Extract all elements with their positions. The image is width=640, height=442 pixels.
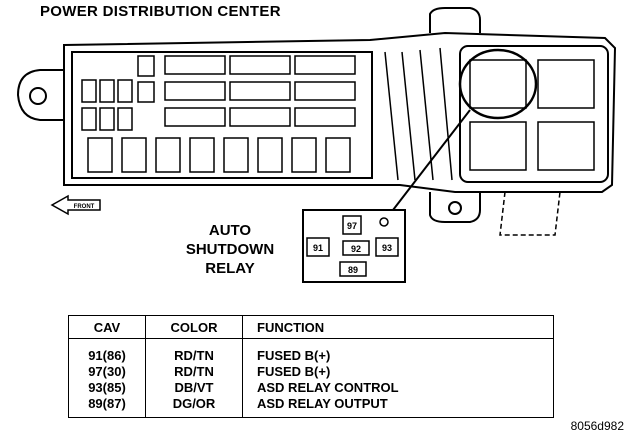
cell-function: FUSED B(+) xyxy=(242,338,554,363)
relay-label-line-2: SHUTDOWN xyxy=(185,241,275,258)
cell-cav: 93(85) xyxy=(68,379,146,395)
asd-relay-detail xyxy=(302,209,406,283)
fuse-panel xyxy=(71,51,373,179)
pin-97: 97 xyxy=(347,221,357,231)
table-row: 91(86) RD/TN FUSED B(+) xyxy=(68,338,554,363)
pin-92: 92 xyxy=(351,244,361,254)
relay-label-line-1: AUTO xyxy=(208,222,252,239)
cell-function: ASD RELAY OUTPUT xyxy=(242,395,554,418)
maxi-fuses xyxy=(164,55,356,127)
front-arrow-icon xyxy=(50,194,101,216)
detail-leader xyxy=(392,109,471,211)
mounting-tab-left xyxy=(16,69,64,121)
pin-89: 89 xyxy=(348,265,358,275)
table-row: 93(85) DB/VT ASD RELAY CONTROL xyxy=(68,379,554,395)
relay-section xyxy=(459,45,609,183)
cell-function: FUSED B(+) xyxy=(242,363,554,379)
cell-color: RD/TN xyxy=(145,363,243,379)
relay-sockets xyxy=(469,59,595,171)
mounting-hole-left xyxy=(29,87,47,105)
cell-cav: 97(30) xyxy=(68,363,146,379)
cell-color: DB/VT xyxy=(145,379,243,395)
table-header-row: CAV COLOR FUNCTION xyxy=(68,315,554,339)
table-row: 97(30) RD/TN FUSED B(+) xyxy=(68,363,554,379)
asd-relay-socket xyxy=(469,59,527,109)
table-row: 89(87) DG/OR ASD RELAY OUTPUT xyxy=(68,395,554,418)
cell-color: DG/OR xyxy=(145,395,243,418)
relay-index-mark xyxy=(379,217,389,227)
cartridge-fuses xyxy=(87,137,351,173)
cell-function: ASD RELAY CONTROL xyxy=(242,379,554,395)
asd-relay-highlight xyxy=(458,48,538,120)
pin-93: 93 xyxy=(382,243,392,253)
cavity-table: CAV COLOR FUNCTION 91(86) RD/TN FUSED B(… xyxy=(68,315,554,418)
small-fuses xyxy=(81,55,155,131)
pin-91: 91 xyxy=(313,243,323,253)
figure-id: 8056d982 xyxy=(570,419,624,433)
mounting-tab-top xyxy=(429,7,481,33)
bracket-outline xyxy=(499,191,561,236)
page-title: POWER DISTRIBUTION CENTER xyxy=(40,3,281,20)
cell-cav: 91(86) xyxy=(68,338,146,363)
relay-label-line-3: RELAY xyxy=(205,260,255,277)
mounting-hole-bottom xyxy=(448,201,462,215)
pdc-housing xyxy=(63,31,617,193)
header-color: COLOR xyxy=(145,315,243,339)
relay-pins xyxy=(306,215,399,277)
header-function: FUNCTION xyxy=(242,315,554,339)
front-label: FRONT xyxy=(74,204,95,210)
header-cav: CAV xyxy=(68,315,146,339)
mounting-tab-bottom xyxy=(429,192,481,223)
cell-color: RD/TN xyxy=(145,338,243,363)
cell-cav: 89(87) xyxy=(68,395,146,418)
